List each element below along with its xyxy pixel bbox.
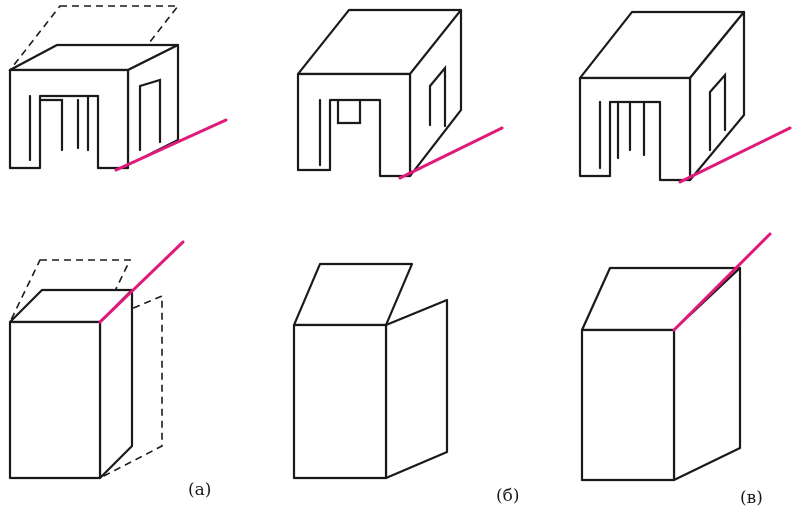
panel-v-front-face bbox=[578, 76, 692, 182]
panel-a-top-dashed-plane bbox=[8, 5, 180, 71]
panel-v-bottom-front-face bbox=[580, 328, 676, 482]
panel-v-top-object bbox=[578, 10, 792, 184]
panel-a-bottom-object: (а) bbox=[8, 240, 211, 500]
panel-b-top-object bbox=[296, 8, 504, 180]
panel-b-bottom-top-face bbox=[292, 262, 414, 327]
panel-b-bottom-object: (б) bbox=[292, 262, 520, 506]
panel-a-bottom-dashed-side bbox=[99, 294, 163, 479]
panel-a-accent-line bbox=[114, 118, 228, 172]
panel-b-label: (б) bbox=[496, 486, 520, 506]
panel-v-bottom-object: (в) bbox=[580, 232, 772, 508]
panel-a-label: (а) bbox=[188, 480, 211, 500]
panel-v-bottom-accent-line bbox=[672, 232, 772, 332]
panel-b-inner-recess bbox=[318, 64, 447, 167]
panel-v-inner-recess bbox=[598, 72, 727, 170]
panel-b-accent-line bbox=[398, 126, 504, 180]
panel-v-accent-line bbox=[678, 126, 792, 184]
panel-b-bottom-side-face bbox=[384, 298, 449, 480]
panel-b-bottom-front-face bbox=[292, 323, 388, 480]
panel-a-inner-recess bbox=[28, 78, 162, 162]
panel-v-label: (в) bbox=[740, 488, 763, 508]
panel-a-bottom-accent-line bbox=[98, 240, 185, 324]
panel-a-front-face bbox=[8, 68, 130, 170]
panel-b-front-face bbox=[296, 72, 412, 178]
panel-a-bottom-front-face bbox=[8, 320, 102, 480]
panel-a-top-object bbox=[8, 5, 228, 172]
